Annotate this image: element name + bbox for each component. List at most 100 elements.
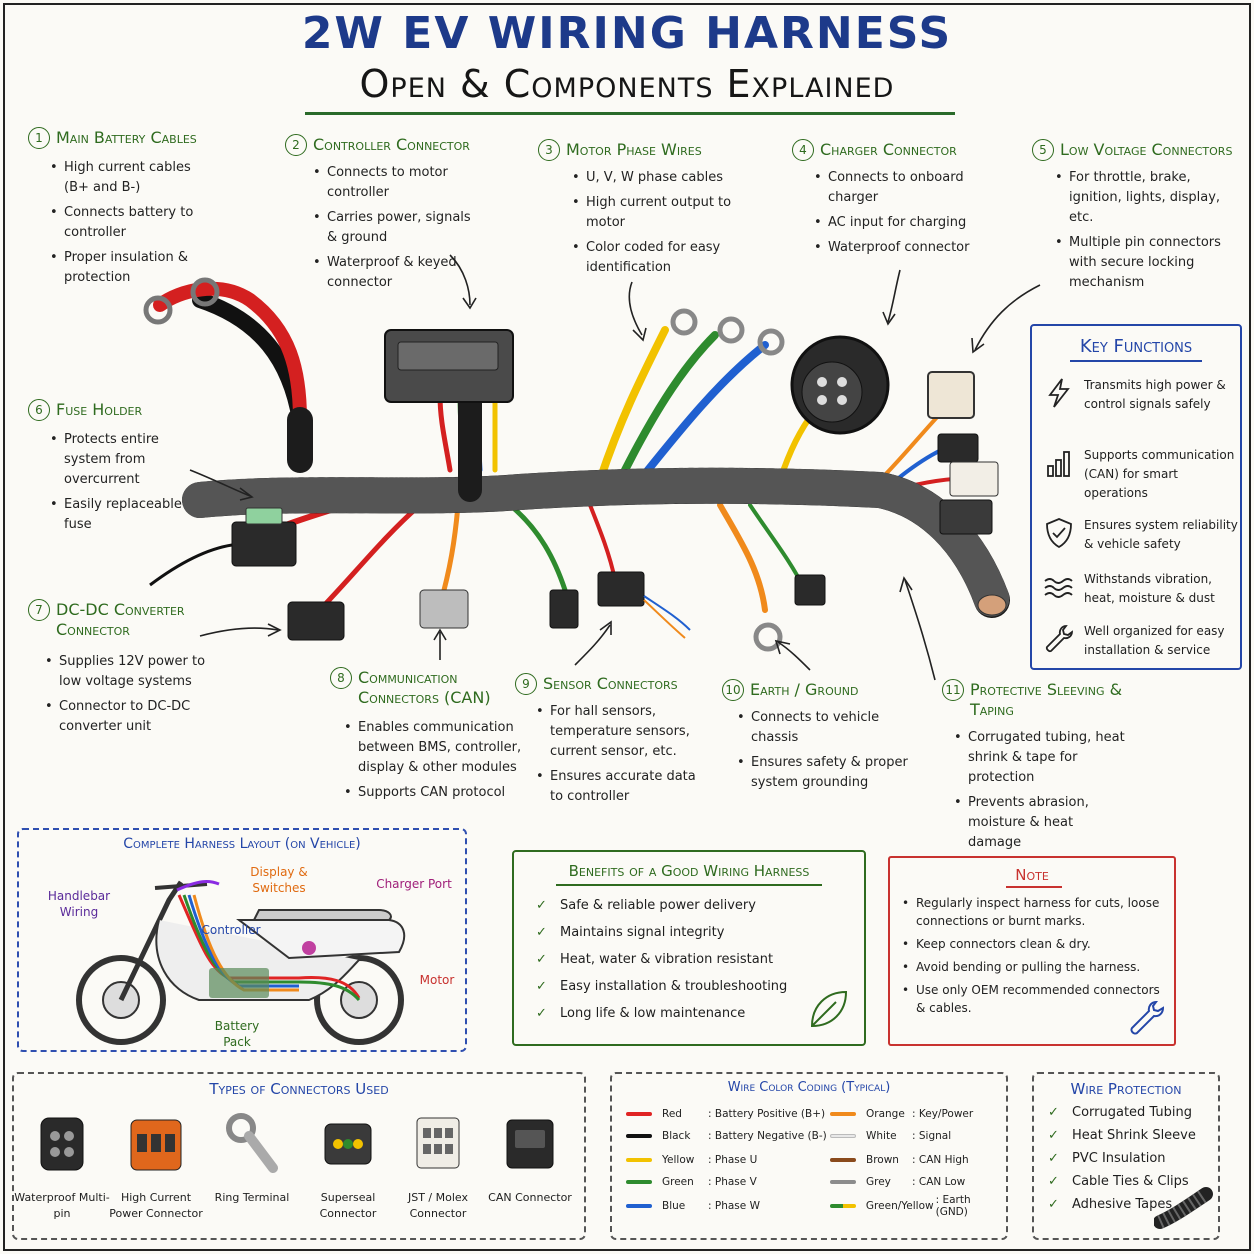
component-name: Earth / Ground [750, 680, 859, 699]
bullet: U, V, W phase cables [572, 168, 747, 188]
benefit-item: Long life & low maintenance [534, 1004, 834, 1024]
connector-type-item: Superseal Connector [300, 1104, 396, 1222]
wire-color-name: Black [662, 1130, 691, 1142]
battery-negative-cable [192, 292, 308, 428]
benefits-panel: Benefits of a Good Wiring Harness Safe &… [512, 850, 866, 1046]
wire-color-row: White: Signal [830, 1128, 951, 1144]
key-function-text: Supports communication (CAN) for smart o… [1084, 448, 1235, 500]
component-7-bullets: Supplies 12V power to low voltage system… [45, 652, 215, 742]
bullet: Carries power, signals & ground [313, 208, 473, 248]
can-connector-icon [419, 589, 469, 629]
wire-color-row: Yellow: Phase U [626, 1152, 757, 1168]
bullet: Enables communication between BMS, contr… [344, 718, 524, 778]
wire-color-meaning: : Phase W [708, 1200, 760, 1212]
component-3-bullets: U, V, W phase cables High current output… [572, 168, 747, 283]
wire-color-meaning: : Key/Power [912, 1108, 974, 1120]
component-name: Charger Connector [820, 140, 957, 159]
note-item: Avoid bending or pulling the harness. [902, 958, 1164, 976]
component-name: Motor Phase Wires [566, 140, 702, 159]
wire-color-row: Green/Yellow: Earth (GND) [830, 1194, 1006, 1218]
wire-color-row: Grey : CAN Low [830, 1174, 965, 1190]
wire-swatch [626, 1134, 652, 1138]
wire-color-name: Grey [866, 1176, 891, 1188]
bar-chart-icon [1047, 451, 1070, 477]
wire-swatch [626, 1204, 652, 1208]
key-function-item: Ensures system reliability & vehicle saf… [1042, 516, 1238, 554]
note-panel: Note Regularly inspect harness for cuts,… [888, 856, 1176, 1046]
scooter-illustration [76, 880, 406, 1045]
high-current-connector-icon [130, 1119, 182, 1171]
bullet: Connects battery to controller [50, 203, 210, 243]
ring-terminal-icon [226, 1113, 278, 1173]
connector-type-item: JST / Molex Connector [390, 1104, 486, 1222]
wire-swatch [830, 1204, 856, 1208]
component-4-header: 4 Charger Connector [792, 139, 957, 161]
bullet: High current output to motor [572, 193, 747, 233]
page-frame [3, 3, 1251, 1251]
bullet: Waterproof & keyed connector [313, 253, 473, 293]
benefits-title: Benefits of a Good Wiring Harness [568, 862, 810, 880]
wire-swatch [626, 1112, 652, 1116]
bullet: Connects to onboard charger [814, 168, 1004, 208]
connector-type-label: Superseal Connector [319, 1191, 377, 1220]
bullet: AC input for charging [814, 213, 1004, 233]
connector-type-item: High Current Power Connector [108, 1104, 204, 1222]
wire-swatch [830, 1134, 856, 1138]
wire-color-meaning: : CAN Low [912, 1176, 966, 1188]
wrench-icon [1045, 625, 1073, 653]
wire-color-name: Green [662, 1176, 694, 1188]
wire-color-name: Orange [866, 1108, 905, 1120]
component-name: Protective Sleeving & Taping [970, 680, 1123, 719]
component-name: Sensor Connectors [543, 674, 678, 693]
wire-swatch [626, 1158, 652, 1162]
title-underline [305, 112, 955, 115]
component-number: 2 [285, 134, 307, 156]
bullet: Protects entire system from overcurrent [50, 430, 190, 490]
bullet: Corrugated tubing, heat shrink & tape fo… [954, 728, 1129, 788]
wire-color-name: Red [662, 1108, 682, 1120]
key-function-text: Ensures system reliability & vehicle saf… [1084, 518, 1238, 551]
key-function-item: Withstands vibration, heat, moisture & d… [1042, 570, 1238, 608]
wire-color-name: Green/Yellow [865, 1200, 934, 1212]
wrench-icon [1130, 1000, 1165, 1035]
label-battery: Battery Pack [214, 1019, 260, 1049]
component-name: DC-DC Converter Connector [56, 600, 185, 639]
bullet: Connects to motor controller [313, 163, 473, 203]
connector-type-label: JST / Molex Connector [407, 1191, 468, 1220]
protection-item: PVC Insulation [1046, 1150, 1216, 1168]
bullet: High current cables (B+ and B-) [50, 158, 210, 198]
wire-swatch [830, 1158, 856, 1162]
component-1-bullets: High current cables (B+ and B-) Connects… [50, 158, 210, 293]
wire-swatch [830, 1112, 856, 1116]
component-number: 8 [330, 667, 352, 689]
component-4-bullets: Connects to onboard charger AC input for… [814, 168, 1004, 263]
label-controller: Controller [201, 923, 261, 937]
key-function-item: Supports communication (CAN) for smart o… [1042, 446, 1238, 503]
layout-title: Complete Harness Layout (on Vehicle) [123, 836, 361, 852]
component-8-bullets: Enables communication between BMS, contr… [344, 718, 524, 808]
bullet: Color coded for easy identification [572, 238, 747, 278]
wire-color-row: Red : Battery Positive (B+) [626, 1106, 825, 1122]
bullet: Supplies 12V power to low voltage system… [45, 652, 215, 692]
connector-type-label: Waterproof Multi-pin [14, 1191, 110, 1220]
connector-type-label: CAN Connector [488, 1191, 572, 1204]
protection-item: Corrugated Tubing [1046, 1104, 1216, 1122]
component-number: 4 [792, 139, 814, 161]
wire-swatch [830, 1180, 856, 1184]
wire-color-meaning: : Battery Positive (B+) [708, 1108, 826, 1120]
component-name: Main Battery Cables [56, 128, 197, 147]
bullet: Easily replaceable fuse [50, 495, 190, 535]
bullet: Waterproof connector [814, 238, 1004, 258]
connector-types-title: Types of Connectors Used [209, 1080, 389, 1098]
component-9-bullets: For hall sensors, temperature sensors, c… [536, 702, 711, 812]
component-6-bullets: Protects entire system from overcurrent … [50, 430, 190, 540]
wire-color-meaning: : Earth (GND) [935, 1194, 971, 1218]
page-subtitle: Open & Components Explained [359, 62, 895, 106]
wire-protection-panel: Wire Protection Corrugated Tubing Heat S… [1032, 1072, 1220, 1240]
